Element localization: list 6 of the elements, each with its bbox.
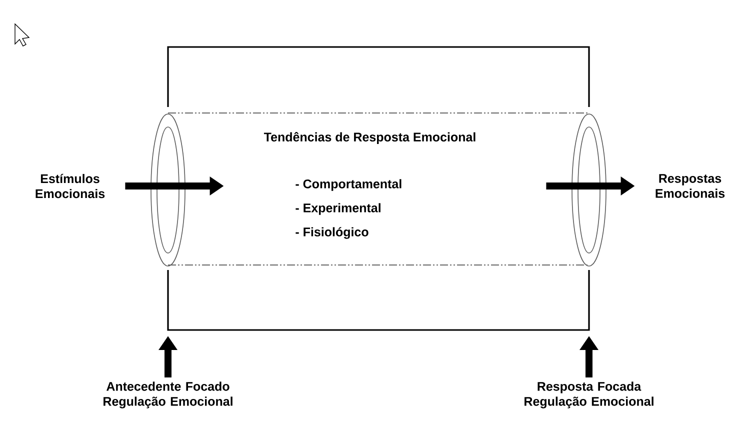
frame-outline xyxy=(167,46,590,331)
band-area: Tendências de Resposta Emocional - Comportamental - Experimental - Fisiológico xyxy=(168,112,590,266)
text-label: Antecedente Focado Regulação Emocional xyxy=(104,382,232,408)
text-label: Respostas Emocionais xyxy=(656,174,725,198)
text-label: Estímulos Emocionais xyxy=(36,174,105,198)
text-label: Resposta Focada Regulação Emocional xyxy=(524,382,654,408)
